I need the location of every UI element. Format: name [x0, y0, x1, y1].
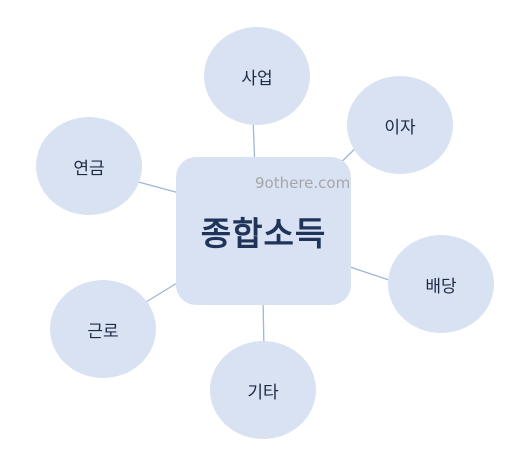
node-interest: 이자 [347, 76, 453, 174]
node-labor: 근로 [50, 280, 156, 378]
center-box-total-income: 종합소득 [176, 157, 351, 305]
node-other: 기타 [210, 341, 316, 439]
center-label: 종합소득 [200, 214, 327, 253]
node-pension-label: 연금 [73, 158, 105, 179]
node-pension: 연금 [36, 117, 142, 215]
node-business: 사업 [204, 27, 310, 125]
node-dividend: 배당 [388, 235, 494, 333]
node-business-label: 사업 [241, 68, 273, 89]
connector-pension [130, 179, 184, 195]
node-labor-label: 근로 [87, 321, 119, 342]
node-other-label: 기타 [247, 382, 279, 403]
node-interest-label: 이자 [384, 117, 416, 138]
watermark-text: 9othere.com [255, 174, 351, 192]
node-dividend-label: 배당 [425, 276, 457, 297]
